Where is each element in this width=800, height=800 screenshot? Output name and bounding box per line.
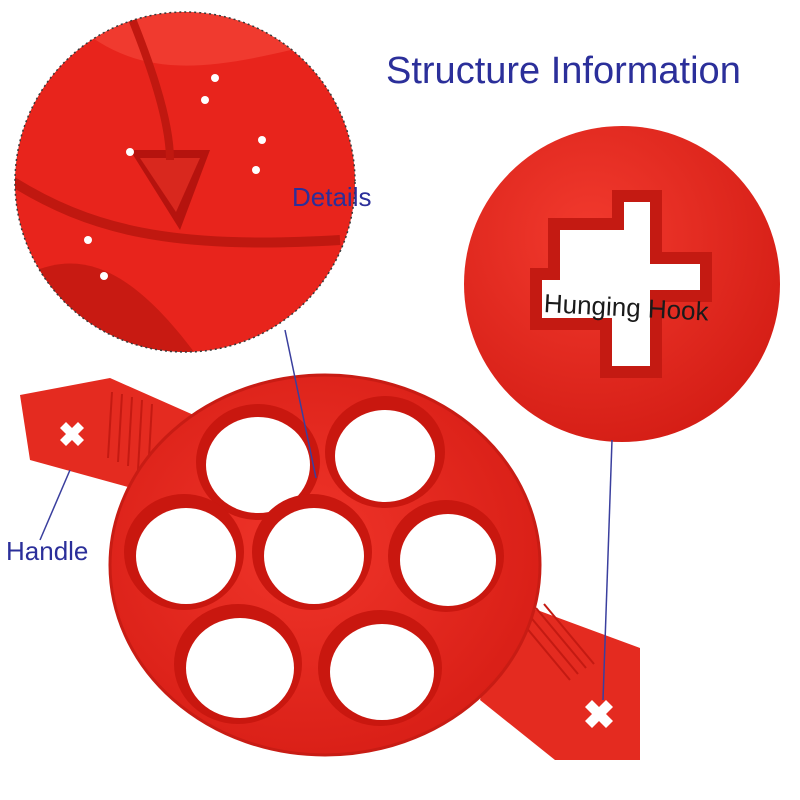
mold-rings xyxy=(124,396,504,726)
hook-zoom-circle xyxy=(464,126,780,442)
ring-bottom-left xyxy=(174,604,302,724)
ring-mid-right xyxy=(388,500,504,612)
left-handle-hole-icon xyxy=(60,422,84,446)
handle-label: Handle xyxy=(6,536,89,566)
ring-center xyxy=(252,494,372,610)
page-title: Structure Information xyxy=(386,50,741,92)
ring-mid-left xyxy=(124,494,244,610)
ring-top-right xyxy=(325,396,445,508)
mold xyxy=(20,373,640,760)
handle-pointer xyxy=(39,469,71,541)
right-handle-hole-icon xyxy=(585,700,613,728)
ring-bottom-right xyxy=(318,610,442,726)
hook-pointer xyxy=(602,439,613,701)
details-pointer xyxy=(284,329,317,479)
details-label: Details xyxy=(292,182,372,212)
details-zoom-circle xyxy=(14,11,356,353)
ring-top-left xyxy=(196,404,320,520)
pointer-lines xyxy=(39,329,613,701)
